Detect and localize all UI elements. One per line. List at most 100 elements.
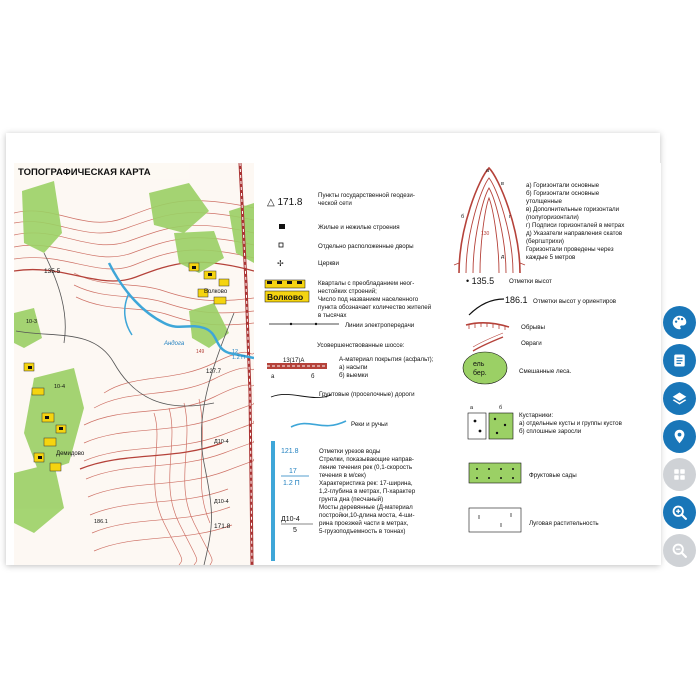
legend-text: Усовершенствованные шоссе: (317, 342, 405, 349)
legend-text: каждые 5 метров (526, 254, 576, 261)
map-label: 1.2 П (232, 355, 245, 361)
legend-text: Овраги (521, 340, 542, 347)
legend-text: Отдельно расположенные дворы (318, 243, 414, 250)
legend-water-depth: 1.2 П (283, 480, 300, 487)
layers-button[interactable] (663, 382, 696, 415)
legend-text: б) выемки (339, 372, 368, 379)
legend-text: а) отдельные кусты и группы кустов (519, 420, 623, 427)
legend-text: Грунтовые (проселочные) дороги (319, 391, 415, 398)
legend-text: в (501, 181, 504, 187)
legend-text: б) сплошные заросли (519, 428, 582, 435)
legend-height-mark: • 135.5 (466, 276, 494, 286)
palette-icon (672, 315, 687, 330)
legend-text: (полугоризонтали) (526, 214, 579, 221)
legend-text: б) Горизонтали основные (526, 190, 600, 197)
legend-water-elev: 121.8 (281, 448, 299, 455)
legend-text: г (509, 214, 511, 220)
map-legend: △ 171.8 Пункты государственной геодези- … (261, 163, 661, 565)
map-label: 186.1 (94, 519, 108, 525)
legend-geodetic-value: △ 171.8 (267, 197, 303, 208)
legend-text: постройки,10-длина моста, 4-ши- (319, 512, 415, 519)
map-label: Д10-4 (214, 439, 229, 445)
zoom-in-icon (672, 505, 687, 520)
legend-text: Реки и ручьи (351, 421, 388, 428)
map-label: 10-4 (54, 384, 65, 390)
legend-text: в) Дополнительные горизонтали (526, 206, 620, 213)
legend-text: а) насыпи (339, 364, 368, 371)
legend-volkovo-sample: Волково (267, 292, 303, 302)
legend-text: пункта обозначает количество жителей (318, 304, 432, 311)
zoom-in-button[interactable] (663, 496, 696, 529)
legend-text: Отметки урезов воды (319, 448, 381, 455)
map-label: 127.7 (206, 369, 222, 375)
legend-text: ление течения рек (0,1-скорость (319, 464, 412, 471)
map-label: 10-3 (26, 319, 37, 325)
legend-text: ческой сети (318, 200, 352, 207)
legend-text: Церкви (318, 260, 339, 267)
map-label: 135.5 (44, 268, 61, 275)
legend-text: течения в м/сек) (319, 472, 366, 479)
map-label: 12 (232, 349, 238, 355)
legend-text: Жилые и нежилые строения (318, 224, 400, 231)
farmstead-symbol (278, 242, 284, 248)
legend-text: Число под названием населенного (318, 296, 419, 303)
palette-button[interactable] (663, 306, 696, 339)
map-label: 171.8 (214, 523, 231, 530)
church-symbol: ✢ (277, 259, 284, 268)
legend-forest-sample: ель (473, 361, 485, 368)
legend-highway-sample: 13(17)А (283, 358, 304, 364)
legend-text: Стрелки, показывающие направ- (319, 456, 414, 463)
legend-text: д) Указатели направления скатов (526, 230, 623, 237)
legend-text: Луговая растительность (529, 520, 599, 527)
document-button[interactable] (663, 344, 696, 377)
legend-text: Кварталы с преобладанием неог- (318, 280, 414, 287)
legend-text: грунта дна (песчаный) (319, 496, 383, 503)
legend-text: б (499, 405, 502, 411)
map-title: ТОПОГРАФИЧЕСКАЯ КАРТА (18, 167, 151, 178)
map-label: Волково (204, 289, 228, 295)
legend-text: д (501, 254, 505, 260)
map-label: Андога (163, 341, 185, 347)
grid-button[interactable] (663, 458, 696, 491)
legend-text: 1,2-глубина в метрах, П-характер (319, 488, 416, 495)
legend-water-bridge: Д10-4 (281, 516, 300, 523)
legend-water-bridge-5: 5 (293, 527, 297, 534)
legend-text: А-материал покрытия (асфальт); (339, 356, 434, 363)
legend-water-width: 17 (289, 468, 297, 475)
legend-text: г) Подписи горизонталей в метрах (526, 222, 625, 229)
legend-text: Мосты деревянные (Д-материал (319, 504, 413, 511)
topographic-map: ТОПОГРАФИЧЕСКАЯ КАРТА 135.5 Волково 127.… (14, 163, 254, 565)
legend-text: Линии электропередачи (345, 322, 415, 329)
building-symbol (279, 224, 285, 229)
legend-height-orient: 186.1 (505, 295, 528, 305)
location-button[interactable] (663, 420, 696, 453)
location-pin-icon (674, 429, 685, 444)
legend-forest-sample: бер. (473, 369, 487, 377)
legend-text: рина проезжей части в метрах, (319, 520, 409, 527)
zoom-out-button[interactable] (663, 534, 696, 567)
legend-text: Отметки высот у ориентиров (533, 298, 617, 305)
map-card: ТОПОГРАФИЧЕСКАЯ КАРТА 135.5 Волково 127.… (6, 133, 661, 565)
legend-text: а (271, 374, 275, 380)
legend-text: утолщенные (526, 198, 563, 205)
zoom-out-icon (672, 543, 687, 558)
legend-text: Обрывы (521, 324, 546, 331)
legend-text: а (470, 405, 474, 411)
legend-text: в тысячах (318, 312, 347, 319)
legend-text: Фруктовые сады (529, 472, 577, 479)
grid-icon (674, 469, 685, 480)
legend-text: 5-грузоподъемность в тоннах) (319, 528, 406, 535)
document-icon (674, 354, 685, 367)
map-label: 149 (196, 349, 205, 355)
legend-text: б (461, 214, 464, 220)
legend-text: а (486, 168, 490, 174)
legend-text: Пункты государственной геодези- (318, 192, 415, 199)
legend-text: 130 (481, 231, 490, 237)
map-label: Д10-4 (214, 499, 229, 505)
legend-text: Горизонтали проведены через (526, 246, 614, 253)
layers-icon (672, 392, 687, 405)
legend-text: а) Горизонтали основные (526, 182, 600, 189)
legend-text: Отметки высот (509, 278, 552, 285)
map-label: Демидово (56, 451, 85, 457)
legend-text: Кустарники: (519, 412, 553, 419)
